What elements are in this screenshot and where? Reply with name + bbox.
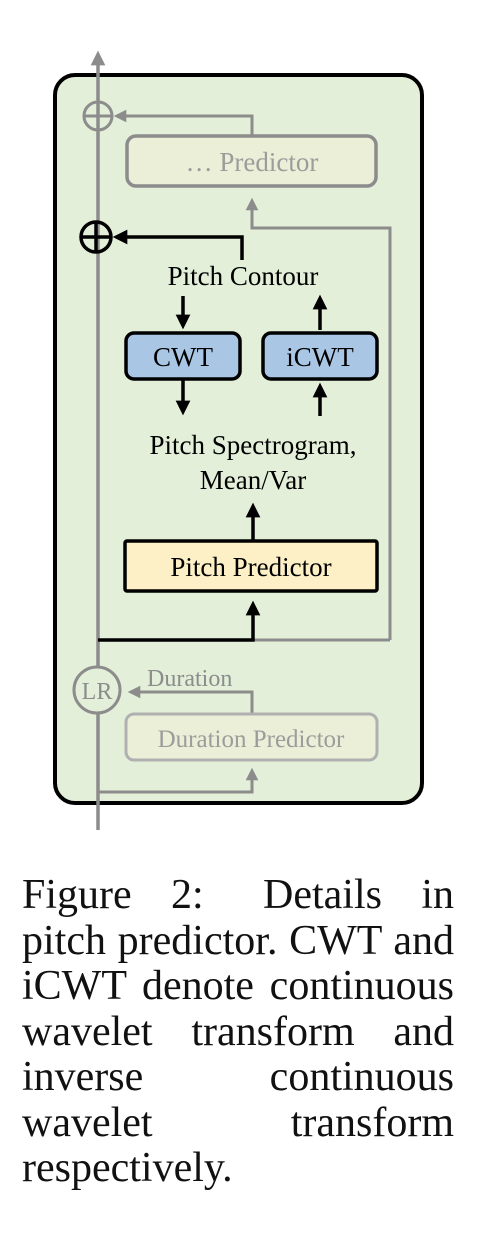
figure-caption-text: Details in pitch predictor. CWT and iCWT… xyxy=(22,872,454,1191)
pitch-predictor-label: Pitch Predictor xyxy=(170,552,331,582)
icwt-label: iCWT xyxy=(286,342,354,372)
duration-label: Duration xyxy=(147,666,232,692)
sum-node-pitch xyxy=(79,220,113,254)
ghost-predictor-label: … Predictor xyxy=(186,147,319,177)
duration-arrow xyxy=(127,685,254,714)
duration-predictor-input-arrow xyxy=(98,767,259,794)
ghost-predictor-output-arrow xyxy=(113,109,254,136)
spectrogram-label-line2: Mean/Var xyxy=(200,465,306,495)
duration-predictor-box xyxy=(124,712,379,762)
pitch-predictor-diagram: … Predictor Pitch Contour CWT iCWT Pitch… xyxy=(53,50,424,830)
sum-node-top xyxy=(82,100,114,132)
cwt-box xyxy=(124,331,242,381)
spectrogram-label-line1: Pitch Spectrogram, xyxy=(150,430,357,460)
pitch-predictor-input-arrow xyxy=(98,600,261,642)
pitch-embedding-arrow xyxy=(112,229,244,260)
ghost-predictor-input-arrow xyxy=(245,197,392,640)
duration-predictor-label: Duration Predictor xyxy=(158,726,345,753)
icwt-box xyxy=(261,331,379,381)
figure-label: Figure 2: xyxy=(22,872,204,918)
length-regulator-label: LR xyxy=(82,679,113,705)
pitch-predictor-box xyxy=(123,539,379,593)
figure-caption: Figure 2: Details in pitch predictor. CW… xyxy=(22,872,454,1192)
diagram-panel xyxy=(53,73,424,805)
cwt-label: CWT xyxy=(153,342,213,372)
pitch-contour-label: Pitch Contour xyxy=(168,261,319,291)
length-regulator-node xyxy=(72,665,122,715)
